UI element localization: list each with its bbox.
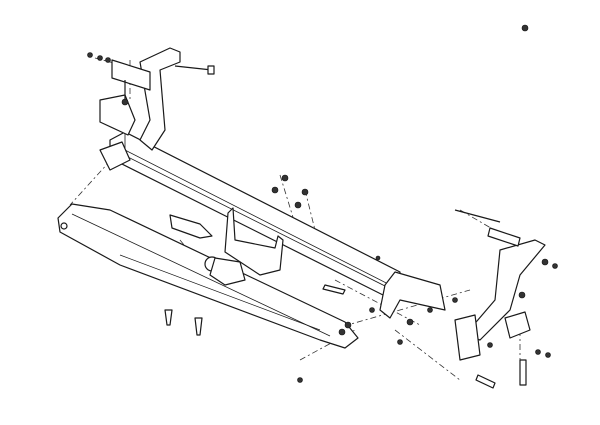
loose-bolts — [124, 80, 527, 389]
tow-ball-assembly — [169, 207, 284, 286]
left-side-bracket — [99, 47, 215, 151]
lower-cross-member — [57, 203, 359, 349]
right-side-bracket — [379, 209, 546, 361]
main-cross-beam — [99, 131, 401, 297]
nuts-and-washers — [87, 24, 558, 383]
